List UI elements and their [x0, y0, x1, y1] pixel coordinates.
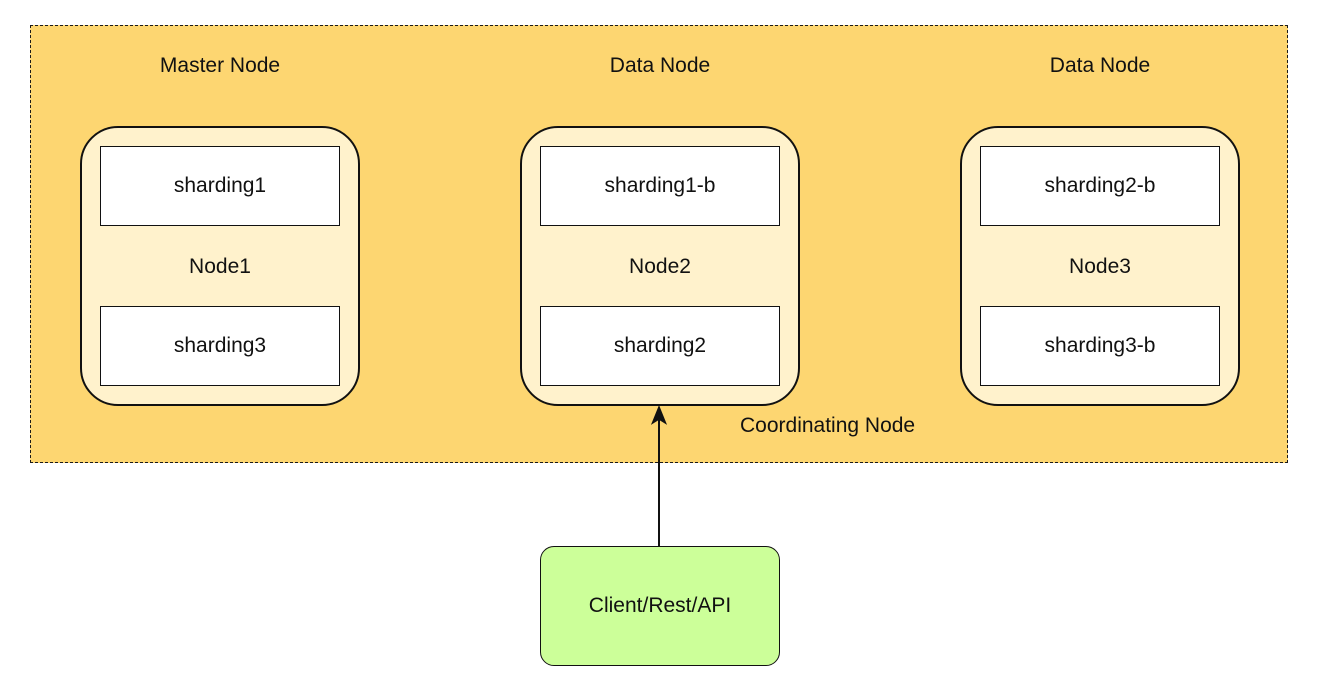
node-3: sharding2-b Node3 sharding3-b [960, 126, 1240, 406]
node-1: sharding1 Node1 sharding3 [80, 126, 360, 406]
node-label: Node3 [1069, 255, 1131, 278]
role-label-data-2: Data Node [1049, 54, 1151, 77]
node-2: sharding1-b Node2 sharding2 [520, 126, 800, 406]
node-label: Node1 [189, 255, 251, 278]
shard-box: sharding1-b [540, 146, 780, 226]
shard-box: sharding3 [100, 306, 340, 386]
shard-box: sharding1 [100, 146, 340, 226]
client-rest-api-box: Client/Rest/API [540, 546, 780, 666]
shard-box: sharding3-b [980, 306, 1220, 386]
node-label: Node2 [629, 255, 691, 278]
shard-box: sharding2 [540, 306, 780, 386]
shard-box: sharding2-b [980, 146, 1220, 226]
role-label-data-1: Data Node [609, 54, 711, 77]
role-label-master: Master Node [159, 54, 281, 77]
coordinating-node-label: Coordinating Node [740, 414, 916, 437]
